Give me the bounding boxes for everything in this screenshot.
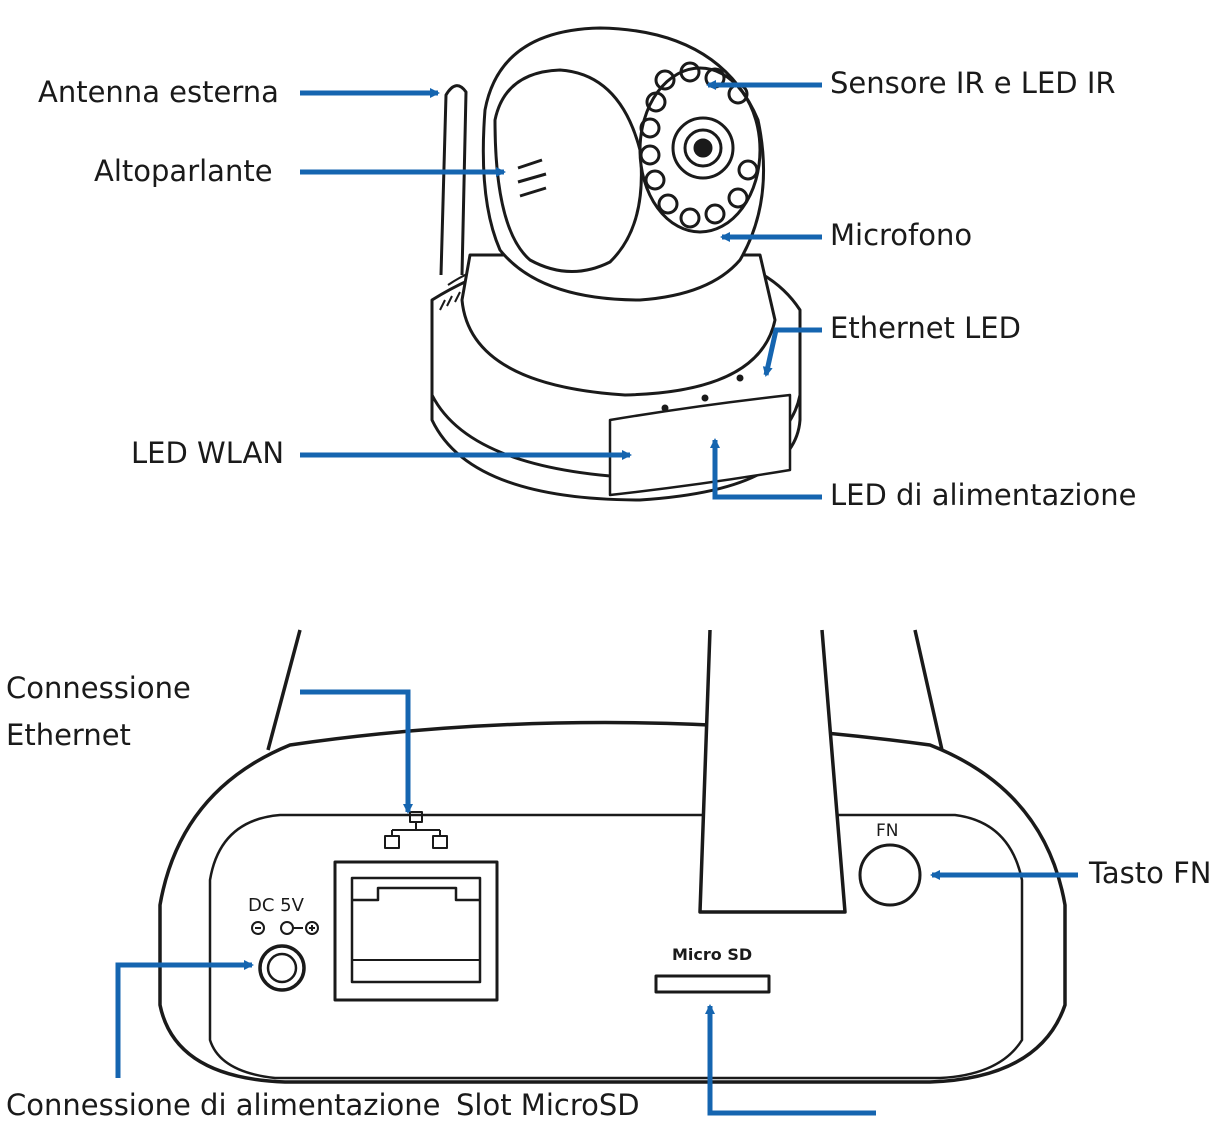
label-ethernet-connection-line2: Ethernet: [6, 718, 131, 752]
arrow-ethernet-led: [762, 327, 822, 377]
label-ethernet-connection-line1: Connessione: [6, 671, 191, 705]
microsd-marking: Micro SD: [672, 945, 752, 964]
speaker-panel: [493, 68, 643, 273]
microsd-slot: [654, 974, 771, 994]
fn-marking: FN: [876, 821, 899, 841]
dc-jack: [258, 944, 306, 992]
label-ir-sensor: Sensore IR e LED IR: [830, 66, 1116, 100]
camera-front-view: [430, 26, 802, 502]
fn-button: [858, 843, 922, 907]
label-power-connection: Connessione di alimentazione: [6, 1088, 441, 1122]
label-power-led: LED di alimentazione: [830, 478, 1137, 512]
ethernet-port: [333, 860, 499, 1002]
antenna-shape: [439, 84, 468, 276]
label-fn-button: Tasto FN: [1089, 856, 1212, 890]
label-microphone: Microfono: [830, 218, 973, 252]
arrow-microsd: [705, 1004, 876, 1116]
label-wlan-led: LED WLAN: [131, 436, 285, 470]
antenna-base: [698, 629, 847, 914]
camera-rear-view: [158, 629, 1067, 1084]
arrow-ethernet-connection: [300, 689, 413, 814]
label-ethernet-led: Ethernet LED: [830, 311, 1021, 345]
dc-marking: DC 5V: [248, 895, 305, 916]
label-speaker: Altoparlante: [94, 154, 273, 188]
arrow-power-connection: [115, 960, 254, 1078]
label-antenna: Antenna esterna: [38, 75, 279, 109]
arrow-power-led: [710, 438, 822, 500]
label-microsd-slot: Slot MicroSD: [456, 1088, 640, 1122]
